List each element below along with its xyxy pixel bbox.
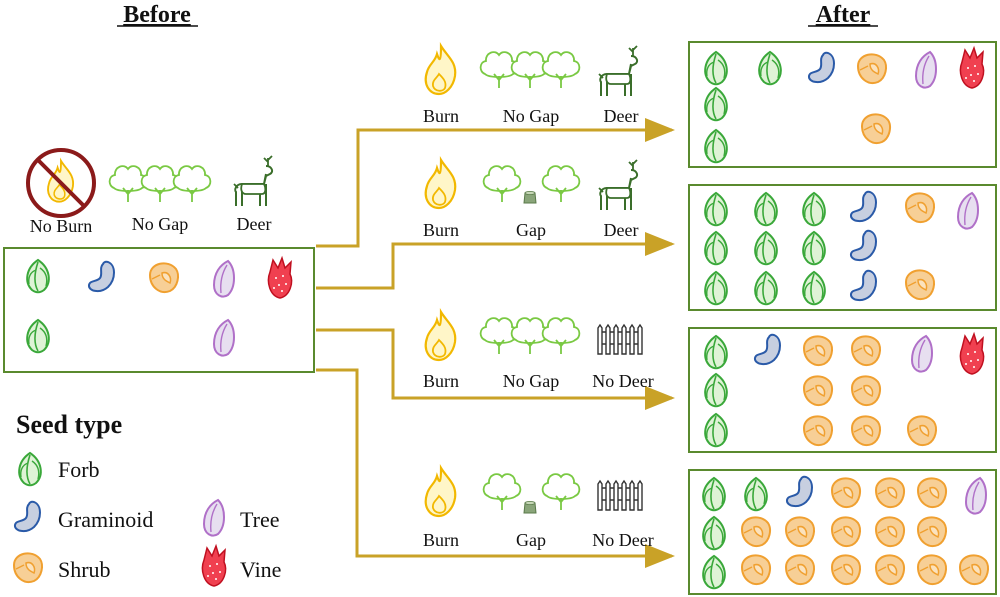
before-gap-label: No Gap — [132, 214, 189, 234]
forest-icon — [108, 165, 212, 203]
before-burn-label: No Burn — [30, 216, 93, 236]
deer-icon — [233, 155, 274, 207]
scenario-1-deer: Deer — [604, 106, 639, 126]
scenario-2-gap: Gap — [516, 220, 546, 240]
scenario-3-burn: Burn — [423, 371, 459, 391]
scenario-4-icons — [424, 466, 643, 518]
no-burn-icon — [26, 148, 96, 218]
forb-icon — [18, 452, 42, 487]
scenario-4-burn: Burn — [423, 530, 459, 550]
scenario-1-burn: Burn — [423, 106, 459, 126]
scenario-2-burn: Burn — [423, 220, 459, 240]
legend-shrub: Shrub — [58, 557, 111, 582]
scenario-4-deer: No Deer — [592, 530, 653, 550]
after-header: After — [816, 2, 871, 28]
shrub-icon — [13, 552, 43, 584]
scenario-4-gap: Gap — [516, 530, 546, 550]
scenario-2-deer: Deer — [604, 220, 639, 240]
after-seeds-4 — [702, 475, 989, 590]
after-seed-box-3 — [688, 327, 997, 453]
before-header: Before — [123, 2, 191, 28]
tree-icon — [203, 499, 225, 537]
scenario-3-deer: No Deer — [592, 371, 653, 391]
after-seed-box-2 — [688, 184, 997, 311]
vine-icon — [201, 545, 227, 587]
legend-title: Seed type — [16, 410, 122, 439]
scenario-arrows — [316, 118, 675, 568]
before-deer-label: Deer — [237, 214, 272, 234]
scenario-1-icons — [424, 44, 639, 97]
after-seed-box-1 — [688, 41, 997, 168]
legend-vine: Vine — [240, 557, 281, 582]
scenario-2-icons — [424, 158, 639, 211]
scenario-3-gap: No Gap — [503, 371, 560, 391]
scenario-1-gap: No Gap — [503, 106, 560, 126]
graminoid-icon — [13, 500, 41, 533]
legend-forb: Forb — [58, 457, 100, 482]
legend-graminoid: Graminoid — [58, 507, 153, 532]
legend-tree: Tree — [240, 507, 280, 532]
scenario-3-icons — [424, 310, 643, 362]
